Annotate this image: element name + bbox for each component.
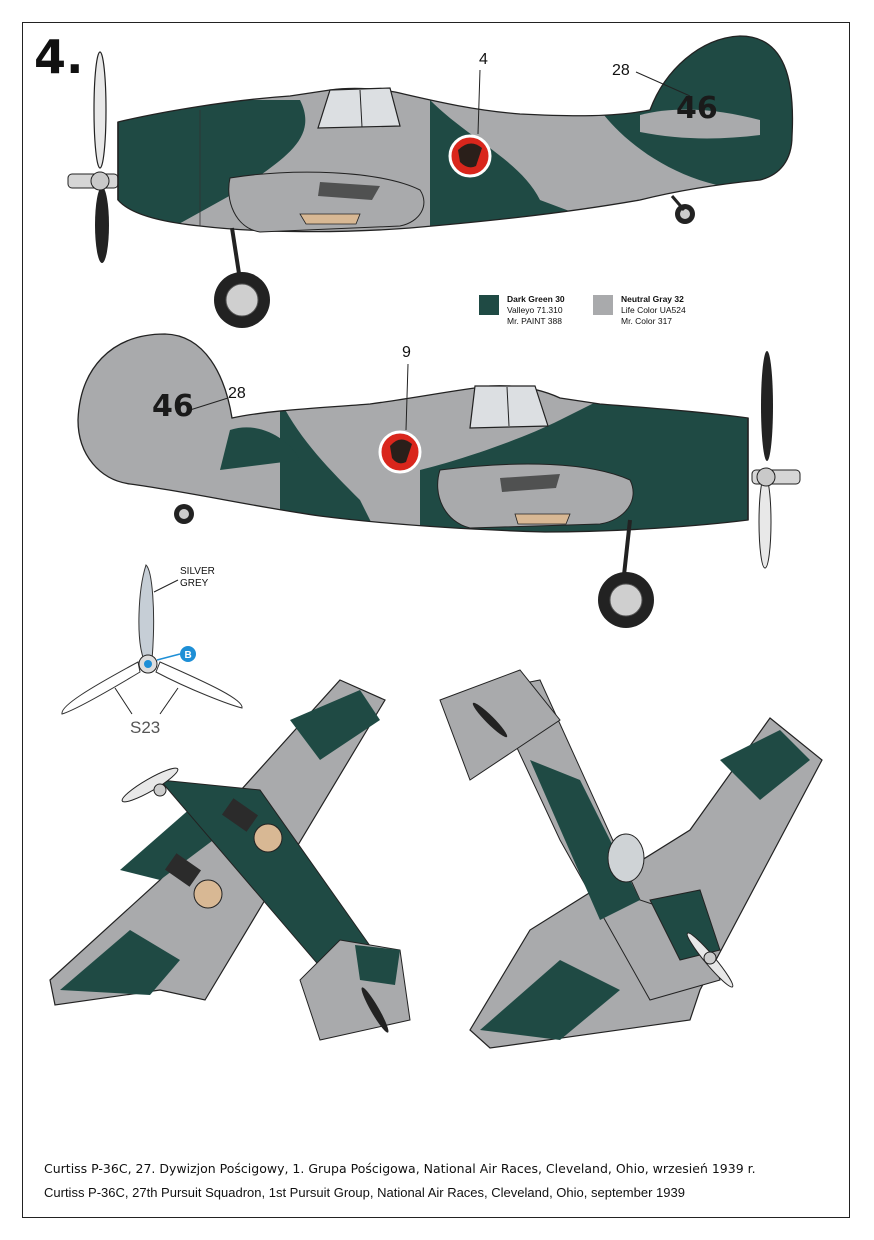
callout-tail-bottom: 28 [228, 385, 246, 402]
callout-prop-part: S23 [130, 718, 161, 737]
plan-view-upper [49, 679, 411, 1041]
tail-code-bottom: 46 [152, 389, 194, 424]
swatch-neutral-gray [593, 295, 613, 315]
propeller-top-profile [67, 51, 119, 263]
swatch-dark-green [479, 295, 499, 315]
plate-number: 4. [34, 30, 84, 84]
legend-line2-neutral-gray: Mr. Color 317 [621, 316, 673, 326]
caption-polish: Curtiss P-36C, 27. Dywizjon Pościgowy, 1… [44, 1161, 756, 1176]
legend-line2-dark-green: Mr. PAINT 388 [507, 316, 562, 326]
profile-sheet [22, 22, 850, 1218]
legend-name-dark-green: Dark Green 30 [507, 294, 565, 304]
side-profile-left: 46 [67, 35, 794, 328]
legend-line1-dark-green: Valleyo 71.310 [507, 305, 563, 315]
plan-view-lower [439, 669, 823, 1049]
caption-english: Curtiss P-36C, 27th Pursuit Squadron, 1s… [44, 1185, 685, 1200]
callout-tail-top: 28 [612, 62, 630, 79]
callout-prop-color: SILVER GREY [180, 566, 215, 589]
propeller-bottom-profile [751, 351, 801, 569]
squadron-emblem-top [448, 134, 492, 178]
legend-dark-green: Dark Green 30 Valleyo 71.310 Mr. PAINT 3… [479, 294, 565, 327]
propeller-detail: B [61, 564, 243, 715]
prop-badge-label: B [185, 650, 192, 661]
side-profile-right: 46 [77, 333, 801, 628]
squadron-emblem-bottom [378, 430, 422, 474]
tail-code-top: 46 [676, 91, 718, 126]
callout-emblem-top: 4 [479, 51, 488, 68]
legend-line1-neutral-gray: Life Color UA524 [621, 305, 686, 315]
callout-emblem-bottom: 9 [402, 344, 411, 361]
legend-neutral-gray: Neutral Gray 32 Life Color UA524 Mr. Col… [593, 294, 686, 327]
legend-name-neutral-gray: Neutral Gray 32 [621, 294, 684, 304]
